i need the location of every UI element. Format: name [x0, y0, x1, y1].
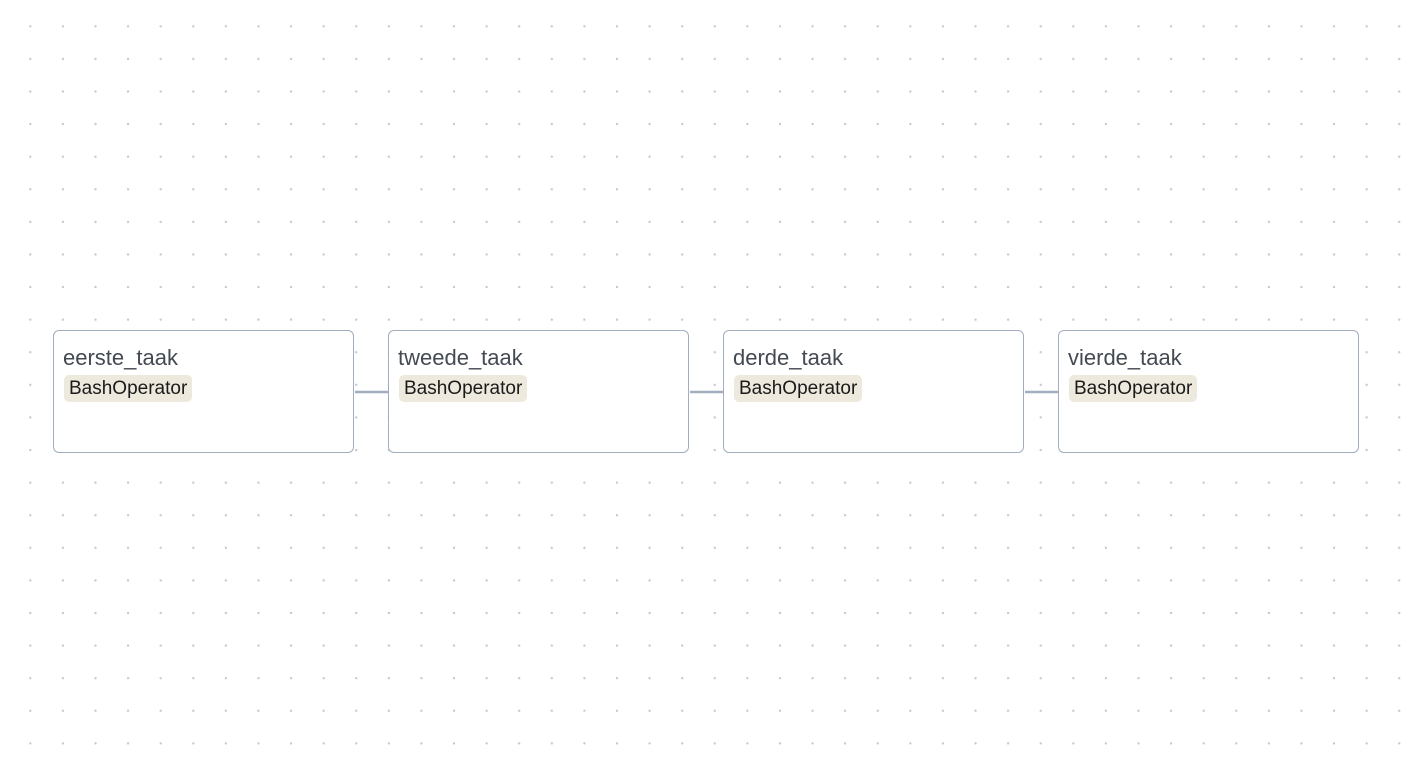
task-node-derde-taak[interactable]: derde_taak BashOperator [723, 330, 1024, 453]
task-name: derde_taak [733, 345, 844, 370]
task-node-vierde-taak[interactable]: vierde_taak BashOperator [1058, 330, 1359, 453]
operator-badge: BashOperator [64, 375, 193, 402]
operator-badge: BashOperator [399, 375, 528, 402]
task-name: tweede_taak [398, 345, 523, 370]
task-node-eerste-taak[interactable]: eerste_taak BashOperator [53, 330, 354, 453]
task-node-tweede-taak[interactable]: tweede_taak BashOperator [388, 330, 689, 453]
task-name: vierde_taak [1068, 345, 1182, 370]
task-name: eerste_taak [63, 345, 178, 370]
operator-badge: BashOperator [734, 375, 863, 402]
operator-badge: BashOperator [1069, 375, 1198, 402]
